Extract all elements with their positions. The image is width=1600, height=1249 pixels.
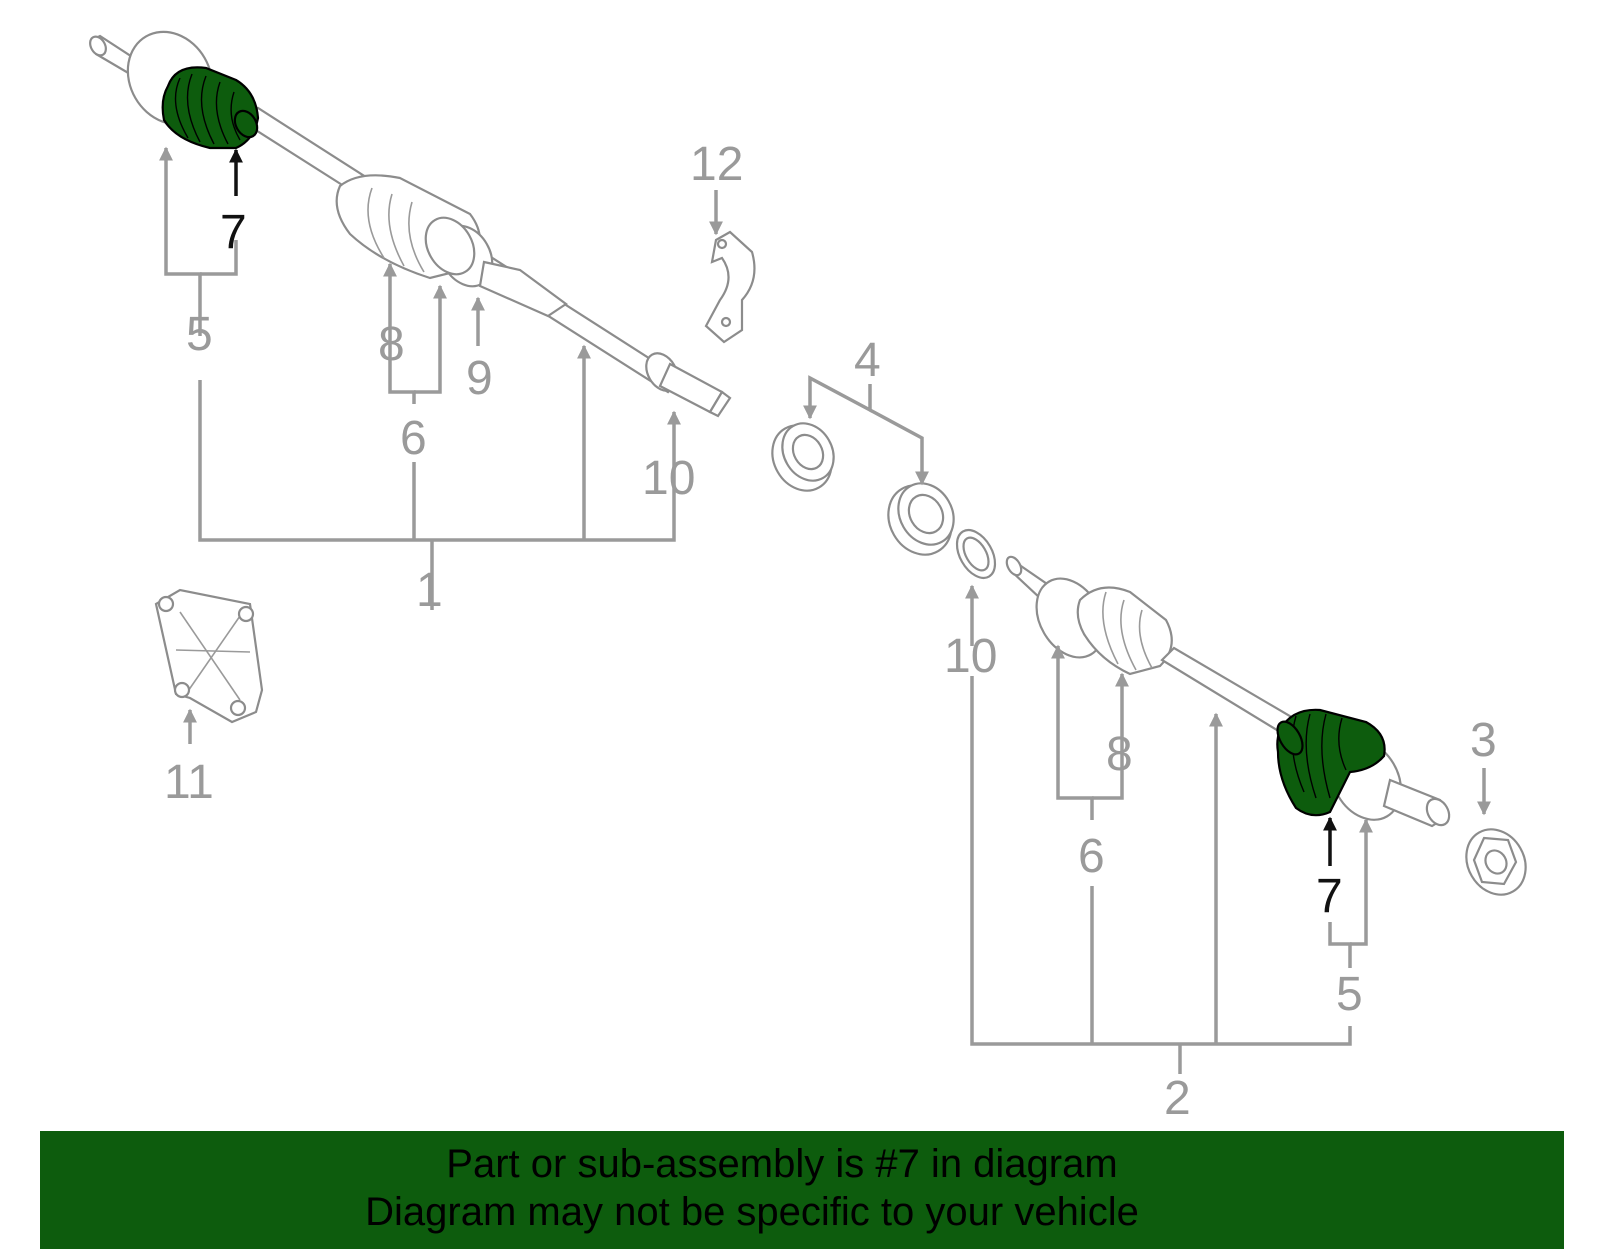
callout-8-upper: 8 — [378, 318, 405, 371]
callout-9: 9 — [466, 352, 493, 405]
callout-1: 1 — [416, 564, 443, 617]
outer-cv-boot-upper-highlight — [161, 66, 260, 150]
info-banner: Part or sub-assembly is #7 in diagram Di… — [40, 1131, 1564, 1249]
callout-11: 11 — [164, 756, 214, 809]
leader-lines — [159, 146, 1491, 1074]
callout-5-lower: 5 — [1336, 968, 1363, 1021]
callout-7-lower: 7 — [1316, 870, 1343, 923]
callout-12: 12 — [690, 138, 743, 191]
callout-3: 3 — [1470, 714, 1497, 767]
part-10-seal-ring — [955, 529, 997, 579]
callout-10-lower: 10 — [944, 630, 997, 683]
callout-10-upper: 10 — [642, 452, 695, 505]
callout-7-upper: 7 — [220, 206, 247, 259]
part-11-mount-bracket — [154, 588, 264, 724]
lower-axle-shaft-assembly — [1005, 555, 1451, 828]
callout-labels: 7 5 8 9 6 10 1 12 4 11 10 8 6 7 5 2 3 — [164, 138, 1497, 1125]
upper-axle-shaft-assembly — [89, 30, 732, 418]
part-4-bearings — [771, 422, 955, 556]
banner-line-part-number: Part or sub-assembly is #7 in diagram — [446, 1142, 1118, 1186]
callout-6-lower: 6 — [1078, 830, 1105, 883]
callout-4: 4 — [854, 334, 881, 387]
callout-6-upper: 6 — [400, 412, 427, 465]
outer-cv-boot-lower-highlight — [1276, 708, 1386, 817]
part-12-bracket — [704, 230, 756, 344]
callout-2: 2 — [1164, 1072, 1191, 1125]
banner-line-disclaimer: Diagram may not be specific to your vehi… — [365, 1190, 1139, 1234]
callout-5-upper: 5 — [186, 308, 213, 361]
callout-8-lower: 8 — [1106, 728, 1133, 781]
part-3-hub-nut — [1465, 828, 1527, 896]
